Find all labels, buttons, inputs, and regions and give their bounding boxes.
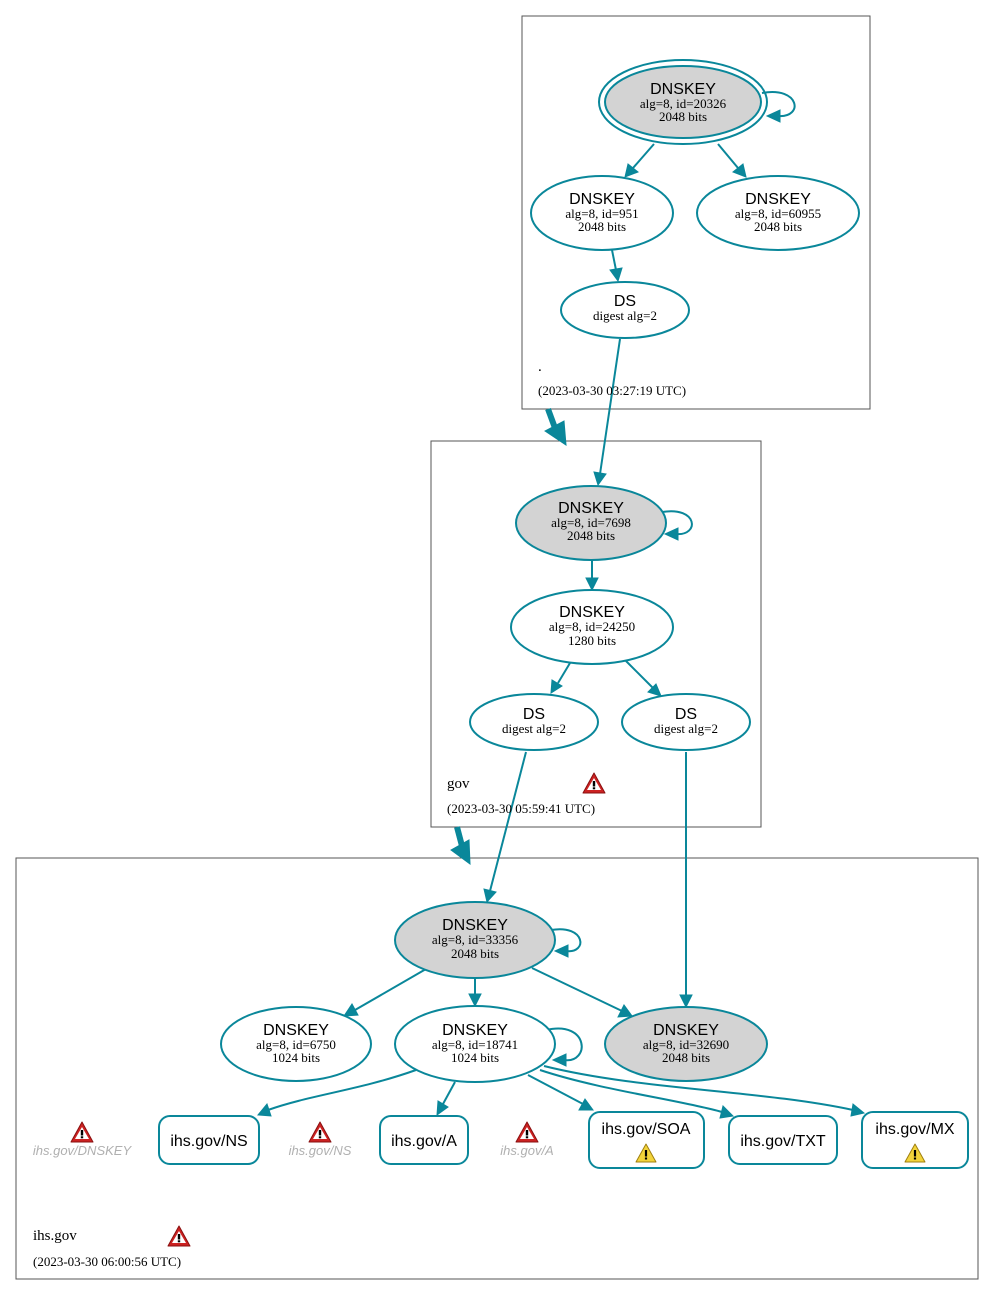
edge-ihs-zsk2-soa: [527, 1074, 594, 1111]
a-rrset-node[interactable]: ihs.gov/A: [379, 1115, 469, 1165]
txt-rrset-node[interactable]: ihs.gov/TXT: [728, 1115, 838, 1165]
edge-ihs-ksk-zsk2: [468, 978, 482, 1008]
missing-a-rrset[interactable]: ihs.gov/A: [500, 1121, 554, 1158]
edge-ihs-zsk2-mx: [543, 1065, 866, 1117]
gov-zsk-node[interactable]: DNSKEY alg=8, id=24250 1280 bits: [510, 589, 674, 665]
edge-gov-ksk-zsk: [585, 560, 599, 592]
ihs-zsk2-title: DNSKEY: [442, 1022, 508, 1039]
ns-rrset-node[interactable]: ihs.gov/NS: [158, 1115, 260, 1165]
root-zsk2-node[interactable]: DNSKEY alg=8, id=60955 2048 bits: [696, 175, 860, 251]
ihs-ksk2-line1: alg=8, id=32690: [643, 1037, 729, 1052]
edge-ihs-ksk-self: [550, 928, 582, 958]
missing-ns-rrset[interactable]: ihs.gov/NS: [289, 1121, 352, 1158]
ihs-zsk1-node[interactable]: DNSKEY alg=8, id=6750 1024 bits: [220, 1006, 372, 1082]
edge-ihs-ksk-zsk1: [343, 968, 427, 1017]
gov-ds1-title: DS: [523, 706, 545, 723]
zone-ihs-timestamp: (2023-03-30 06:00:56 UTC): [33, 1254, 181, 1269]
zone-root-timestamp: (2023-03-30 03:27:19 UTC): [538, 383, 686, 398]
zone-ihs-name: ihs.gov: [33, 1228, 77, 1244]
gov-ksk-line2: 2048 bits: [567, 528, 615, 543]
txt-rrset-label: ihs.gov/TXT: [740, 1133, 826, 1150]
gov-zsk-line1: alg=8, id=24250: [549, 619, 635, 634]
delegation-arrow-root-gov: [544, 407, 567, 446]
missing-dnskey-label: ihs.gov/DNSKEY: [33, 1143, 133, 1158]
ihs-ksk-title: DNSKEY: [442, 917, 508, 934]
edge-ihs-zsk2-ns: [257, 1069, 417, 1117]
gov-ds2-line1: digest alg=2: [654, 721, 718, 736]
missing-a-label: ihs.gov/A: [500, 1143, 553, 1158]
edge-gov-zsk-ds1: [550, 662, 571, 694]
ihs-ksk-line1: alg=8, id=33356: [432, 932, 519, 947]
edge-ihs-ksk-ksk2: [531, 967, 633, 1018]
edge-ihs-zsk2-txt: [539, 1069, 735, 1119]
ihs-ksk-line2: 2048 bits: [451, 946, 499, 961]
root-ds-title: DS: [614, 293, 636, 310]
edge-gov-ds1-ihs-ksk: [483, 751, 527, 904]
root-zsk2-line2: 2048 bits: [754, 219, 802, 234]
ihs-zsk2-line1: alg=8, id=18741: [432, 1037, 518, 1052]
root-ds-node[interactable]: DS digest alg=2: [560, 281, 690, 339]
ihs-ksk2-node[interactable]: DNSKEY alg=8, id=32690 2048 bits: [604, 1006, 768, 1082]
ihs-zsk1-line1: alg=8, id=6750: [256, 1037, 336, 1052]
gov-ksk-node[interactable]: DNSKEY alg=8, id=7698 2048 bits: [515, 485, 667, 561]
root-zsk2-line1: alg=8, id=60955: [735, 206, 821, 221]
root-zsk2-title: DNSKEY: [745, 191, 811, 208]
edge-root-ksk-zsk1: [624, 143, 655, 178]
edge-gov-ds2-ihs-ksk2: [679, 752, 693, 1009]
edge-ihs-zsk2-self: [545, 1027, 583, 1067]
edge-gov-ksk-self: [661, 510, 693, 541]
root-zsk1-node[interactable]: DNSKEY alg=8, id=951 2048 bits: [530, 175, 674, 251]
ihs-zsk2-node[interactable]: DNSKEY alg=8, id=18741 1024 bits: [394, 1005, 556, 1083]
soa-rrset-node[interactable]: ihs.gov/SOA: [588, 1111, 705, 1169]
mx-rrset-label: ihs.gov/MX: [875, 1121, 954, 1138]
ihs-zsk2-line2: 1024 bits: [451, 1050, 499, 1065]
gov-ksk-line1: alg=8, id=7698: [551, 515, 631, 530]
edge-root-zsk1-ds: [609, 249, 623, 283]
root-ksk-line1: alg=8, id=20326: [640, 96, 727, 111]
a-rrset-label: ihs.gov/A: [391, 1133, 457, 1150]
soa-rrset-label: ihs.gov/SOA: [602, 1121, 691, 1138]
root-zsk1-line2: 2048 bits: [578, 219, 626, 234]
root-zsk1-title: DNSKEY: [569, 191, 635, 208]
root-ksk-node[interactable]: DNSKEY alg=8, id=20326 2048 bits: [598, 59, 768, 145]
ihs-zsk1-line2: 1024 bits: [272, 1050, 320, 1065]
ihs-ksk2-title: DNSKEY: [653, 1022, 719, 1039]
delegation-arrow-gov-ihs: [450, 826, 471, 866]
edge-root-ksk-zsk2: [717, 143, 747, 178]
ihs-ksk-node[interactable]: DNSKEY alg=8, id=33356 2048 bits: [394, 901, 556, 979]
root-ds-line1: digest alg=2: [593, 308, 657, 323]
root-zsk1-line1: alg=8, id=951: [565, 206, 638, 221]
edge-root-ds-gov-ksk: [593, 338, 621, 487]
gov-ds1-node[interactable]: DS digest alg=2: [469, 693, 599, 751]
edge-ihs-zsk2-a: [436, 1081, 456, 1117]
gov-zsk-title: DNSKEY: [559, 604, 625, 621]
edge-root-ksk-self: [761, 91, 796, 123]
ns-rrset-label: ihs.gov/NS: [170, 1133, 247, 1150]
missing-ns-label: ihs.gov/NS: [289, 1143, 352, 1158]
gov-zsk-line2: 1280 bits: [568, 633, 616, 648]
ihs-ksk2-line2: 2048 bits: [662, 1050, 710, 1065]
zone-gov-name: gov: [447, 776, 470, 792]
gov-ds1-line1: digest alg=2: [502, 721, 566, 736]
root-ksk-line2: 2048 bits: [659, 109, 707, 124]
ihs-zsk1-title: DNSKEY: [263, 1022, 329, 1039]
root-ksk-title: DNSKEY: [650, 81, 716, 98]
edge-gov-zsk-ds2: [625, 660, 662, 697]
missing-dnskey-rrset[interactable]: ihs.gov/DNSKEY: [33, 1121, 133, 1158]
gov-ksk-title: DNSKEY: [558, 500, 624, 517]
zone-gov-timestamp: (2023-03-30 05:59:41 UTC): [447, 801, 595, 816]
zone-root-name: .: [538, 359, 542, 375]
gov-ds2-title: DS: [675, 706, 697, 723]
mx-rrset-node[interactable]: ihs.gov/MX: [861, 1111, 969, 1169]
gov-ds2-node[interactable]: DS digest alg=2: [621, 693, 751, 751]
